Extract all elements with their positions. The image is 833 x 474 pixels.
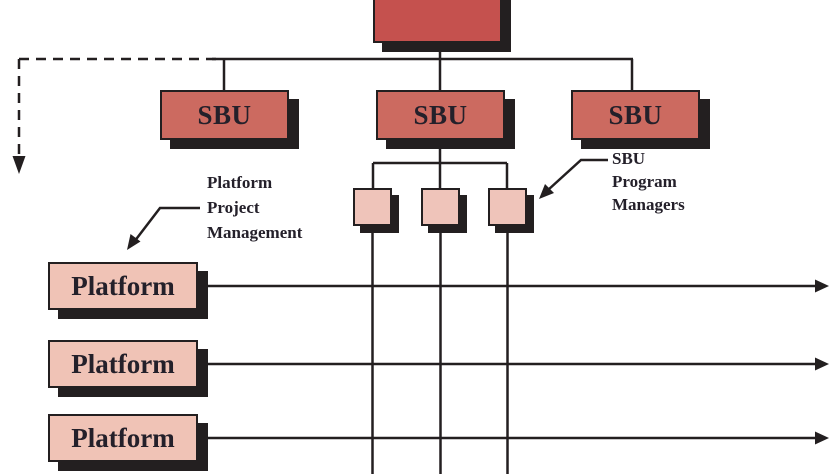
sbu-box-3-label: SBU <box>608 99 663 130</box>
platform-box-2-label: Platform <box>71 348 175 379</box>
ppm-leader-arrow <box>127 206 200 250</box>
platform-project-management-label: Platform Project Management <box>207 170 302 245</box>
sbu-program-managers-label: SBU Program Managers <box>612 147 685 216</box>
sbu-box-2-label: SBU <box>413 99 468 130</box>
top-executive-box <box>373 0 502 43</box>
ppm-label-line-3: Management <box>207 223 303 242</box>
platform-arrow-3 <box>200 431 829 445</box>
sbu-box-2: SBU <box>376 90 505 140</box>
program-manager-vertical-lines <box>371 224 509 474</box>
platform-box-3-label: Platform <box>71 422 175 453</box>
platform-box-1: Platform <box>48 262 198 310</box>
platform-box-1-label: Platform <box>71 270 175 301</box>
spm-label-line-3: Managers <box>612 195 685 214</box>
program-manager-box-2 <box>421 188 460 226</box>
spm-leader-arrow <box>539 158 608 199</box>
platform-box-3: Platform <box>48 414 198 462</box>
ppm-label-line-1: Platform <box>207 173 273 192</box>
program-manager-box-3 <box>488 188 527 226</box>
tree-connectors <box>212 40 634 92</box>
platform-arrow-2 <box>200 357 829 371</box>
program-manager-box-1 <box>353 188 392 226</box>
platform-box-2: Platform <box>48 340 198 388</box>
sbu-box-3: SBU <box>571 90 700 140</box>
sbu-box-1-label: SBU <box>197 99 252 130</box>
sbu-box-1: SBU <box>160 90 289 140</box>
spm-label-line-2: Program <box>612 172 677 191</box>
ppm-label-line-2: Project <box>207 198 260 217</box>
platform-arrow-1 <box>200 279 829 293</box>
program-manager-connectors <box>371 140 509 190</box>
spm-label-line-1: SBU <box>612 149 646 168</box>
dashed-connector-arrow <box>12 57 218 174</box>
